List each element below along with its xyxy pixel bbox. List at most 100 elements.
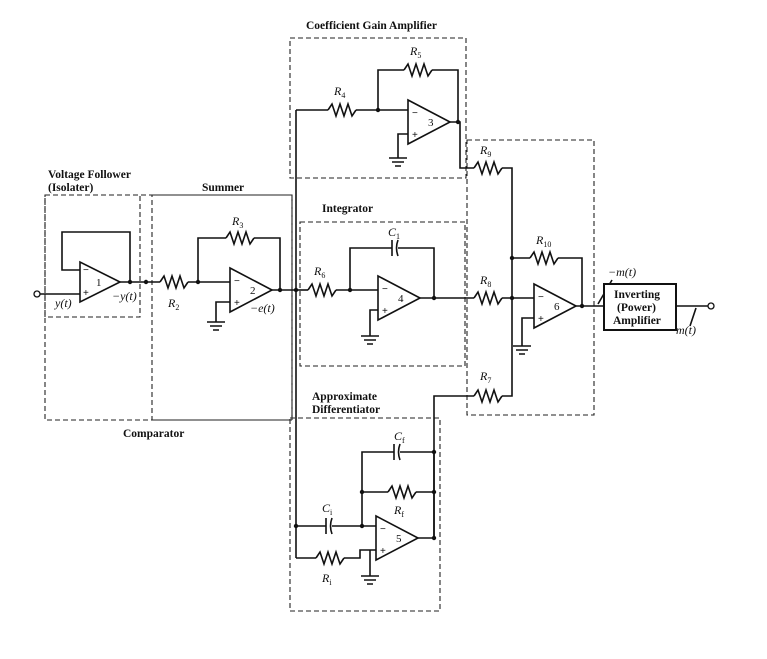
coef-ground-wire [397,133,408,158]
summer-title: Summer [202,182,244,194]
diff-feedback-wire [361,451,435,538]
capacitor-cf [393,443,401,461]
node-diff-in [293,523,299,529]
label-r3: R3 [231,214,243,230]
op-amp-3-number: 3 [428,117,434,129]
sum-bus-wire [502,167,534,397]
resistor-rf [387,483,417,501]
summing-amp-box [466,139,595,416]
resistor-r9 [473,159,503,177]
diff-output-wire [418,395,474,539]
op-amp-1 [79,260,122,304]
resistor-r2 [159,273,189,291]
differentiator-box [289,417,441,612]
node-int-out [431,295,437,301]
capacitor-ci [325,517,333,535]
op-amp-2-number: 2 [250,285,256,297]
coefficient-gain-box [289,37,467,179]
op-amp-2 [229,266,274,314]
op-amp-4-minus: − [382,284,388,295]
node-summer-out [277,287,283,293]
label-m-out: m(t) [676,323,696,337]
ground-diff [361,575,379,585]
label-rf: Rf [393,503,404,519]
label-cf: Cf [394,429,405,445]
summer-feedback-wire [197,237,281,290]
sum-ground-wire [521,317,534,346]
power-amp-label-1: Inverting [614,289,660,301]
int-feedback-wire [349,247,435,298]
comparator-title: Comparator [123,428,184,440]
node-sum-minus [509,295,515,301]
op-amp-5-number: 5 [396,533,402,545]
summer-box [151,194,293,421]
m-out-pointer [689,307,697,327]
differentiator-title: Differentiator [312,404,380,416]
node-follower-out [127,279,133,285]
op-amp-6-plus: + [538,314,544,325]
label-r10: R10 [535,233,551,249]
resistor-r10 [529,249,559,267]
resistor-r7 [473,387,503,405]
op-amp-4-plus: + [382,306,388,317]
coef-output-wire [450,121,474,169]
diff-ri-wire [296,549,376,559]
comparator-box [44,194,293,421]
op-amp-1-minus: − [83,265,89,276]
op-amp-4-number: 4 [398,293,404,305]
integrator-box [299,221,466,367]
resistor-ri [315,549,345,567]
op-amp-1-number: 1 [96,277,102,289]
isolater-title: (Isolater) [48,182,94,194]
op-amp-2-plus: + [234,298,240,309]
label-r5: R5 [409,44,421,60]
integrator-title: Integrator [322,203,373,215]
label-neg-m: −m(t) [608,265,636,279]
node-diff-fb-left [359,489,365,495]
sum-feedback-wire [512,257,583,306]
coefficient-gain-title: Coefficient Gain Amplifier [306,20,437,32]
label-r7: R7 [479,369,491,385]
op-amp-3-minus: − [412,108,418,119]
label-neg-e: −e(t) [250,301,275,315]
op-amp-4 [377,274,422,322]
op-amp-6-number: 6 [554,301,560,313]
approximate-title: Approximate [312,391,377,403]
label-ci: Ci [322,501,333,517]
coef-feedback-wire [377,69,459,122]
op-amp-3 [407,98,452,146]
node-diff-out [431,535,437,541]
op-amp-6 [533,282,578,330]
output-terminal [707,302,715,310]
label-r8: R8 [479,273,491,289]
power-amp-label-2: (Power) [617,302,656,314]
capacitor-c1 [391,239,399,257]
op-amp-3-plus: + [412,130,418,141]
op-amp-5 [375,514,420,562]
label-r9: R9 [479,143,491,159]
resistor-r5 [403,61,433,79]
label-ri: Ri [321,571,332,587]
op-amp-5-minus: − [380,524,386,535]
op-amp-2-minus: − [234,276,240,287]
node-coef-out [455,119,461,125]
resistor-r6 [307,281,337,299]
label-neg-y: −y(t) [112,289,137,303]
op-amp-1-plus: + [83,288,89,299]
ground-sum [513,345,531,355]
power-amp-label-3: Amplifier [613,315,661,327]
label-r2: R2 [167,296,179,312]
label-y-in: y(t) [54,296,72,310]
int-ground-wire [369,309,378,336]
resistor-r3 [225,229,255,247]
voltage-follower-title: Voltage Follower [48,169,131,181]
ground-summer [207,321,225,331]
label-c1: C1 [388,225,400,241]
label-r6: R6 [313,264,325,280]
power-amplifier-box [603,283,677,331]
op-amp-5-plus: + [380,546,386,557]
ground-coef [389,157,407,167]
resistor-r8 [473,289,503,307]
ground-int [361,335,379,345]
